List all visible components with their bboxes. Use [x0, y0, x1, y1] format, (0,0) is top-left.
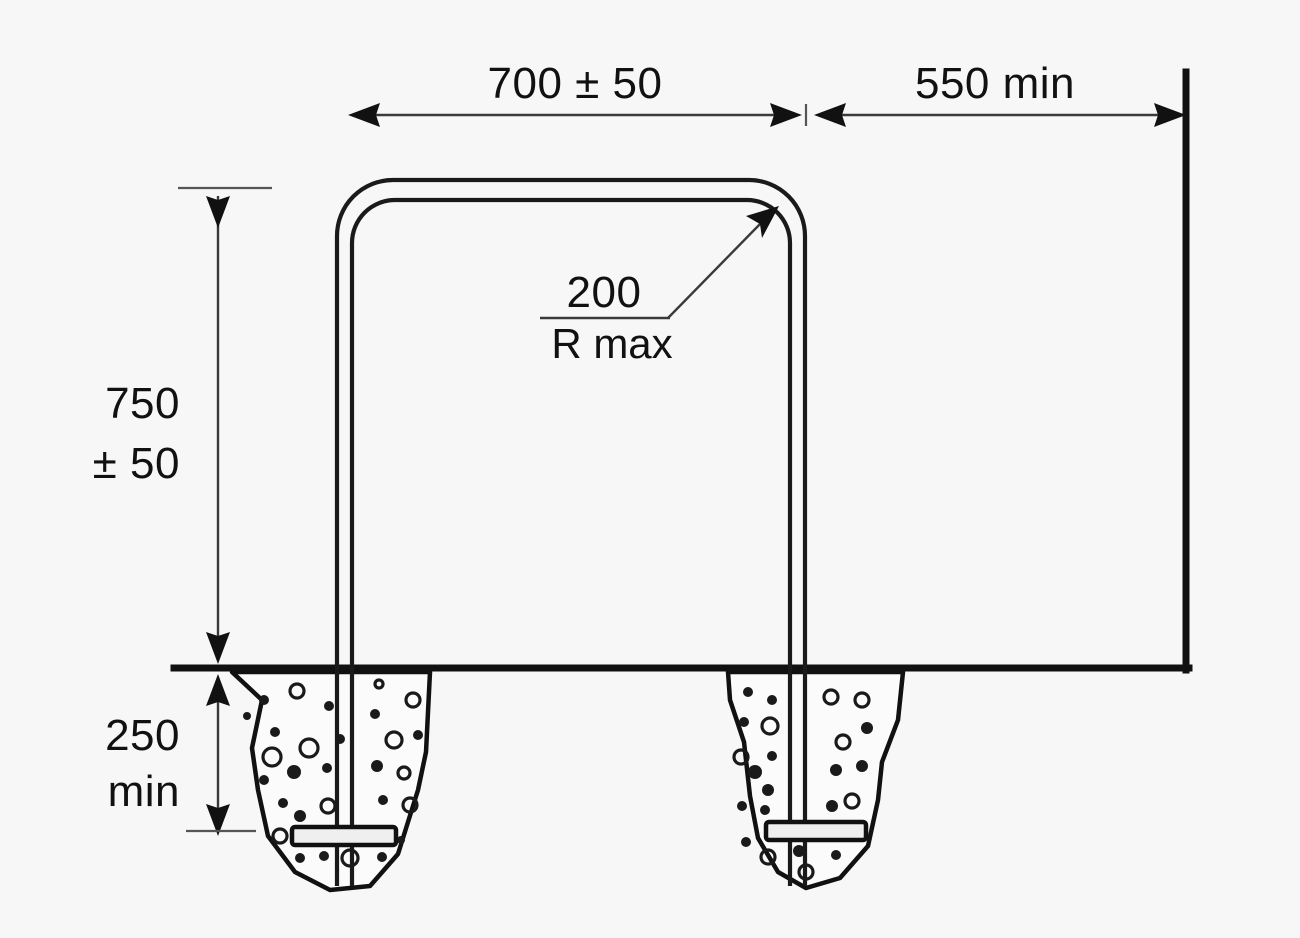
radius-label-qualifier: R max — [551, 320, 672, 367]
cycle-stand-hoop — [334, 177, 808, 886]
dimension-label-depth-line2: min — [108, 767, 180, 816]
dimension-label-height-line1: 750 — [105, 379, 180, 428]
arrowhead-left-550 — [814, 103, 846, 127]
dimension-hoop-width: 700 ± 50 — [348, 59, 808, 127]
dimension-label-clearance: 550 min — [915, 59, 1075, 108]
dimension-clearance: 550 min — [814, 59, 1186, 127]
arrowhead-top-750 — [206, 196, 230, 228]
aggregate-right — [732, 687, 873, 881]
hoop-inner-profile — [349, 197, 793, 886]
arrowhead-top-250 — [206, 674, 230, 706]
anchor-plate-left — [289, 824, 399, 848]
arrowhead-right-700 — [770, 103, 802, 127]
radius-arrowhead — [746, 206, 779, 238]
radius-label-value: 200 — [567, 268, 642, 317]
dimension-height-above-ground: 750 ± 50 — [93, 186, 272, 664]
arrowhead-left-700 — [348, 103, 380, 127]
radius-leader-line — [667, 221, 763, 319]
hoop-outer-profile — [334, 177, 808, 886]
arrowhead-right-550 — [1154, 103, 1186, 127]
arrowhead-bottom-750 — [206, 632, 230, 664]
arrowhead-bottom-250 — [206, 804, 230, 836]
dimension-embedment-depth: 250 min — [105, 674, 256, 836]
anchor-plate-right — [763, 819, 869, 843]
dimension-label-depth-line1: 250 — [105, 711, 180, 760]
dimension-label-hoop-width: 700 ± 50 — [488, 59, 663, 108]
radius-callout: 200 R max — [540, 206, 779, 367]
dimension-label-height-line2: ± 50 — [93, 439, 180, 488]
